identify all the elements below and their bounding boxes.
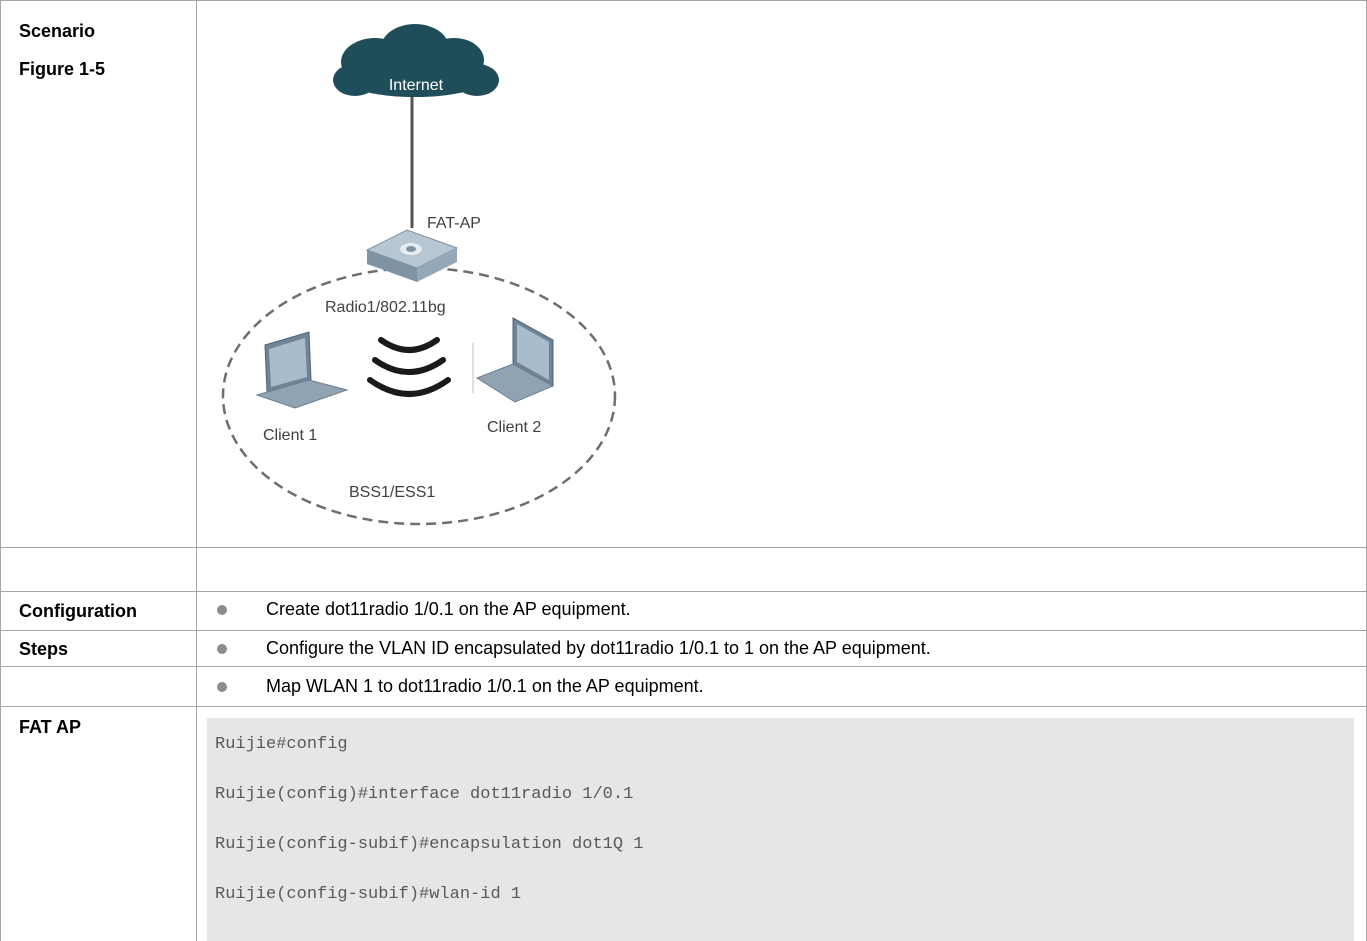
fat-ap-heading: FAT AP	[19, 717, 81, 737]
step-text: Configure the VLAN ID encapsulated by do…	[266, 638, 931, 658]
bullet-icon	[217, 644, 227, 654]
step-text: Map WLAN 1 to dot11radio 1/0.1 on the AP…	[266, 676, 704, 696]
code-line: Ruijie(config)#interface dot11radio 1/0.…	[215, 785, 634, 804]
table-top-border	[0, 0, 1367, 1]
network-topology-diagram: Internet FAT-AP Radio1/802.11bg	[197, 0, 637, 540]
bss-label: BSS1/ESS1	[349, 484, 435, 501]
internet-label: Internet	[389, 77, 444, 94]
configuration-heading: Configuration	[19, 601, 137, 621]
code-line: Ruijie(config-subif)#wlan-id 1	[215, 885, 522, 904]
client1-label: Client 1	[263, 427, 317, 444]
topology-svg: Internet FAT-AP Radio1/802.11bg	[221, 24, 617, 526]
step-item: Create dot11radio 1/0.1 on the AP equipm…	[197, 592, 1297, 628]
internet-cloud-icon	[333, 24, 499, 97]
row-divider	[0, 666, 1367, 667]
code-line: Ruijie(config-subif)#encapsulation dot1Q…	[215, 835, 644, 854]
row-divider	[0, 706, 1367, 707]
wireless-signal-icon	[367, 337, 451, 397]
code-block: Ruijie#config Ruijie(config)#interface d…	[207, 718, 1354, 941]
step-text: Create dot11radio 1/0.1 on the AP equipm…	[266, 599, 631, 619]
bullet-icon	[217, 682, 227, 692]
bullet-icon	[217, 605, 227, 615]
table-column-divider	[196, 0, 197, 941]
client2-label: Client 2	[487, 419, 541, 436]
radio-label: Radio1/802.11bg	[325, 299, 446, 316]
client1-laptop-icon	[255, 331, 349, 409]
table-left-border	[0, 0, 1, 941]
step-item: Map WLAN 1 to dot11radio 1/0.1 on the AP…	[197, 669, 1297, 705]
row-divider	[0, 630, 1367, 631]
figure-label: Figure 1-5	[19, 59, 106, 79]
scenario-heading: Scenario	[19, 21, 96, 41]
client2-laptop-icon	[475, 317, 555, 403]
steps-heading: Steps	[19, 639, 69, 659]
row-divider	[0, 547, 1367, 548]
row-divider	[0, 591, 1367, 592]
code-line: Ruijie#config	[215, 735, 348, 754]
ap-label: FAT-AP	[427, 215, 481, 232]
step-item: Configure the VLAN ID encapsulated by do…	[197, 631, 1297, 667]
access-point-icon	[365, 229, 459, 282]
